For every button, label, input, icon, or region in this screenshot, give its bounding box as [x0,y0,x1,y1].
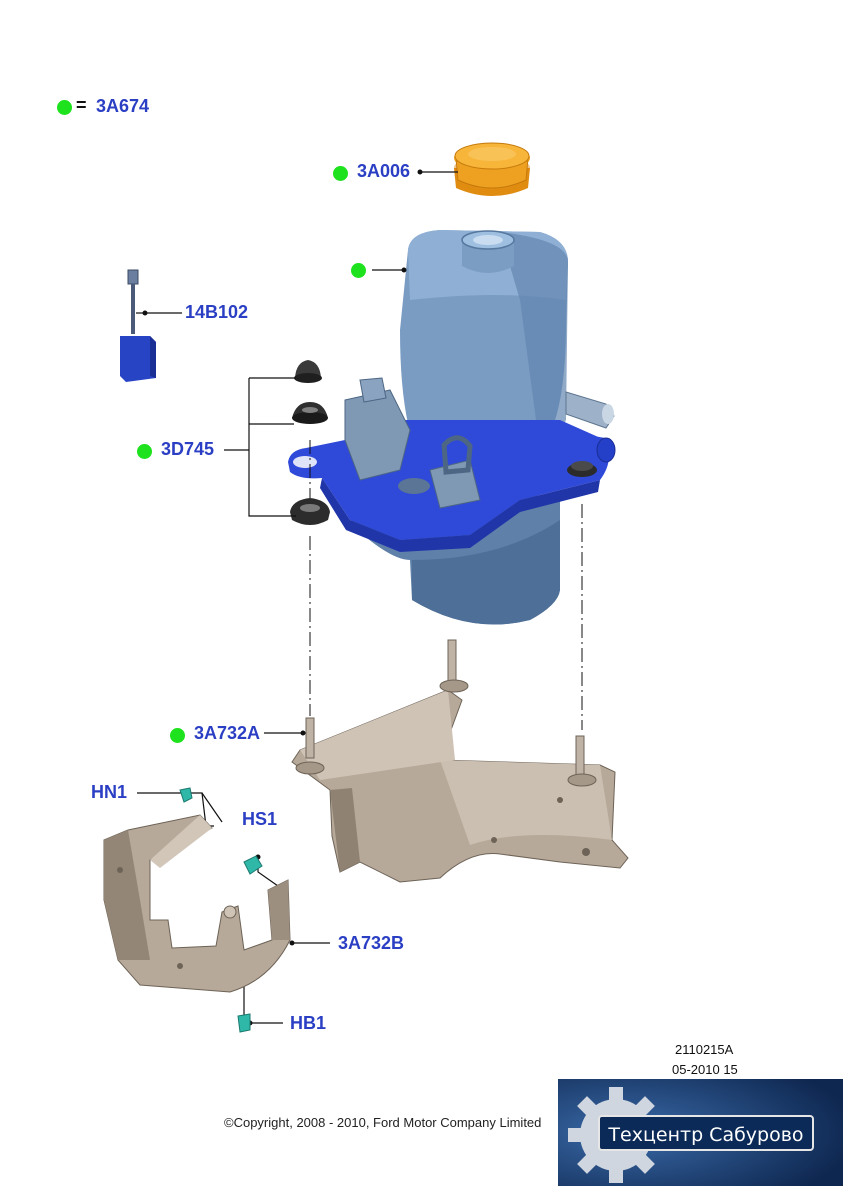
label-bush[interactable]: 3D745 [161,439,215,459]
leader-markers [142,169,423,1026]
reservoir-dot [351,263,366,278]
bracket-a-dot [170,728,185,743]
label-cap[interactable]: 3A006 [357,161,411,181]
label-sensor[interactable]: 14B102 [185,302,249,322]
label-bolt[interactable]: HB1 [290,1013,327,1033]
legend-dot [57,100,72,115]
copyright-text: ©Copyright, 2008 - 2010, Ford Motor Comp… [224,1115,542,1130]
label-screw[interactable]: HS1 [242,809,278,829]
watermark-text: Техцентр Сабурово [598,1115,814,1151]
diagram-ref: 2110215A [675,1042,734,1057]
alignment-lines [309,440,583,730]
bracket-3a732b [103,814,291,993]
level-sensor [120,269,156,382]
pump-reservoir [288,230,616,625]
diagram-date: 05-2010 15 [672,1062,738,1077]
label-nut[interactable]: HN1 [91,782,128,802]
bracket-3a732a [291,639,629,883]
legend-code: 3A674 [96,96,150,116]
mounting-bushes [290,360,330,525]
reservoir-cap [454,142,530,196]
legend-equals: = [76,95,87,115]
fasteners [179,787,263,1033]
label-bracket-b[interactable]: 3A732B [338,933,405,953]
cap-dot [333,166,348,181]
bush-dot [137,444,152,459]
label-bracket-a[interactable]: 3A732A [194,723,261,743]
